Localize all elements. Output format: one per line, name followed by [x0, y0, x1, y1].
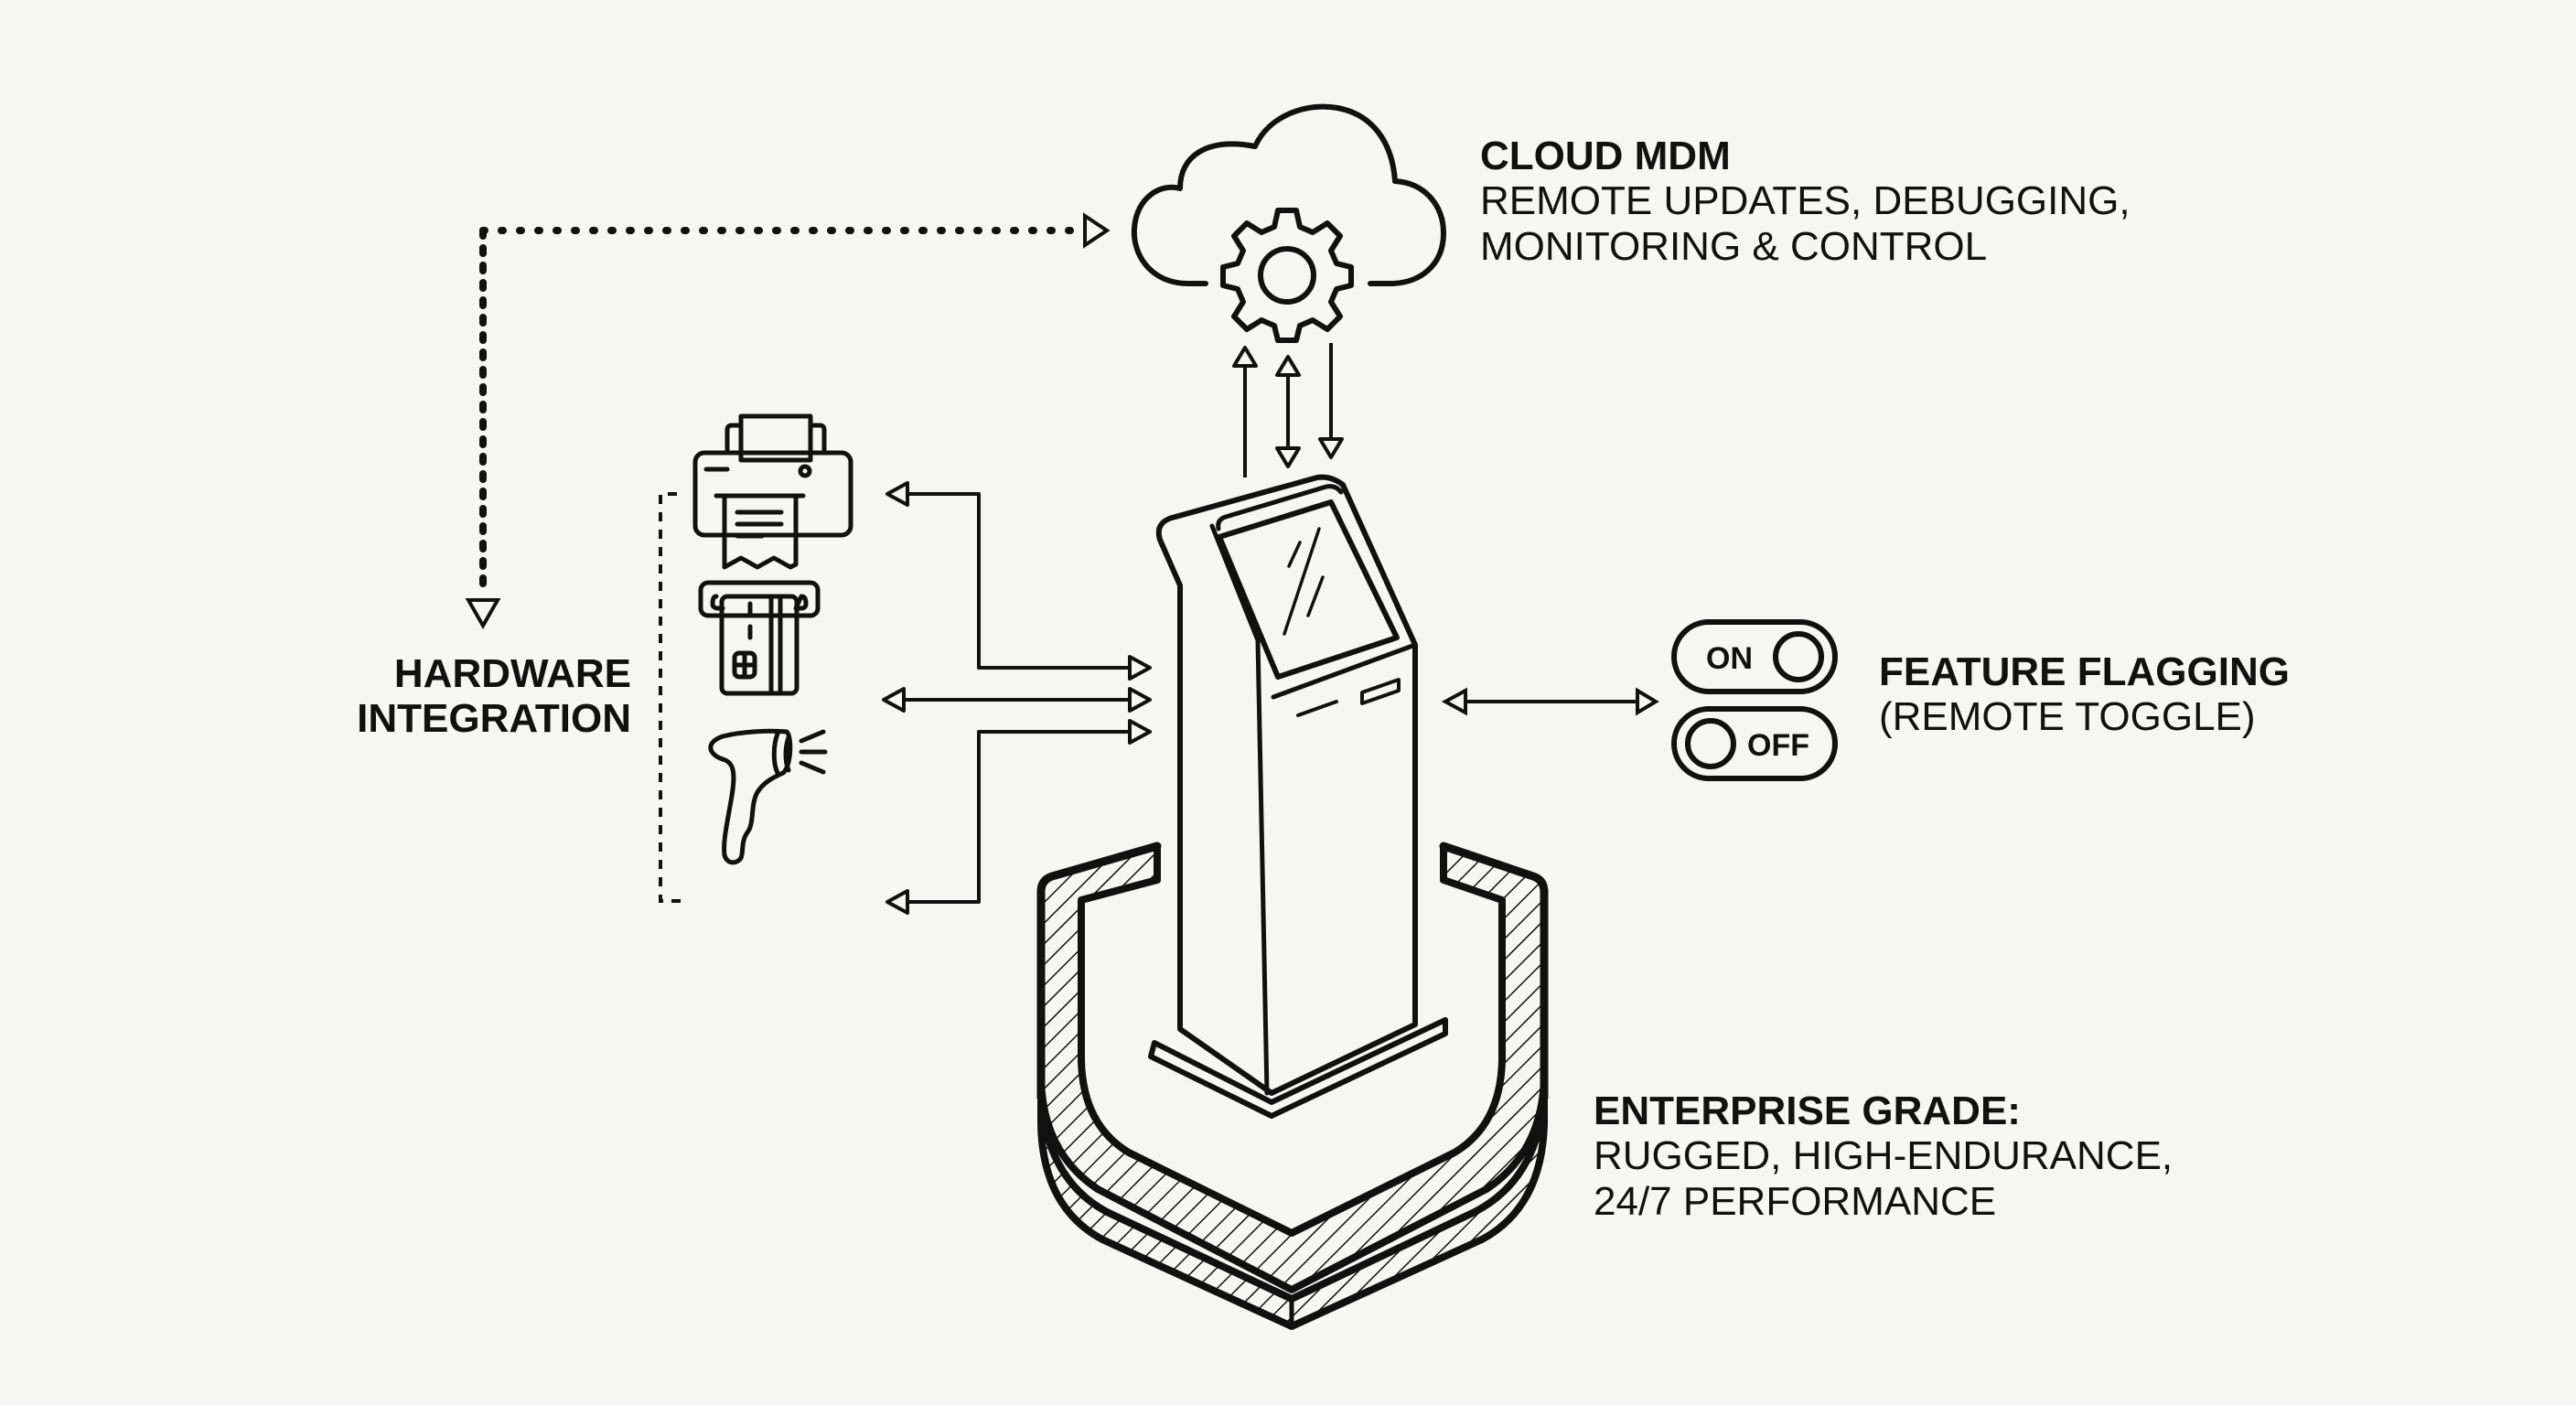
device-connectors — [882, 481, 1152, 915]
feature-connector — [1441, 687, 1659, 716]
kiosk-icon — [1148, 474, 1448, 1119]
toggle-off[interactable]: OFF — [1671, 706, 1838, 781]
dotted-connector-hardware-cloud — [465, 212, 1111, 630]
cloud-mdm-line: REMOTE UPDATES, DEBUGGING, — [1480, 178, 2131, 224]
feature-flagging-subtitle: (REMOTE TOGGLE) — [1879, 694, 2256, 740]
arrow-right-icon — [1128, 655, 1152, 681]
arrow-left-icon — [1441, 687, 1467, 716]
shield-rim — [1036, 842, 1549, 1102]
barcode-scanner-icon — [708, 728, 828, 865]
toggle-on[interactable]: ON — [1671, 619, 1838, 694]
arrow-right-icon — [1636, 687, 1659, 716]
arrow-right-icon — [1128, 687, 1152, 713]
dotted-arrowhead-right-icon — [1083, 212, 1111, 249]
arrow-left-icon — [882, 687, 906, 713]
arrow-up-icon — [1232, 346, 1258, 368]
hardware-title-line: HARDWARE — [393, 651, 631, 696]
toggle-on-label: ON — [1706, 641, 1753, 676]
enterprise-title: ENTERPRISE GRADE: — [1594, 1089, 2021, 1133]
arrow-right-icon — [1128, 719, 1152, 745]
feature-flagging-label: FEATURE FLAGGING (REMOTE TOGGLE) — [1879, 649, 2290, 740]
credit-card-reader-icon — [698, 580, 821, 696]
enterprise-grade-label: ENTERPRISE GRADE: RUGGED, HIGH-ENDURANCE… — [1594, 1089, 2173, 1224]
hardware-group-bracket — [659, 492, 688, 903]
kiosk-cloud-arrows — [1232, 343, 1344, 477]
arrow-left-icon — [886, 481, 909, 507]
arrow-up-icon — [1275, 355, 1301, 377]
toggle-knob — [1773, 631, 1824, 682]
enterprise-line: RUGGED, HIGH-ENDURANCE, — [1594, 1133, 2174, 1179]
enterprise-line: 24/7 PERFORMANCE — [1594, 1178, 1997, 1224]
dotted-arrowhead-down-icon — [465, 598, 501, 630]
hardware-title-line: INTEGRATION — [357, 696, 631, 742]
cloud-mdm-line: MONITORING & CONTROL — [1480, 223, 1988, 269]
arrow-down-icon — [1318, 437, 1344, 459]
toggle-off-label: OFF — [1747, 728, 1809, 763]
feature-flagging-title: FEATURE FLAGGING — [1879, 649, 2290, 694]
printer-icon — [692, 413, 853, 570]
toggle-knob — [1685, 718, 1736, 769]
cloud-mdm-title: CLOUD MDM — [1480, 134, 1731, 178]
arrow-down-icon — [1275, 446, 1301, 468]
cloud-mdm-label: CLOUD MDM REMOTE UPDATES, DEBUGGING, MON… — [1480, 134, 2131, 269]
arrow-left-icon — [886, 889, 909, 915]
hardware-integration-label: HARDWARE INTEGRATION — [348, 651, 631, 742]
cloud-gear-icon — [1131, 103, 1446, 343]
